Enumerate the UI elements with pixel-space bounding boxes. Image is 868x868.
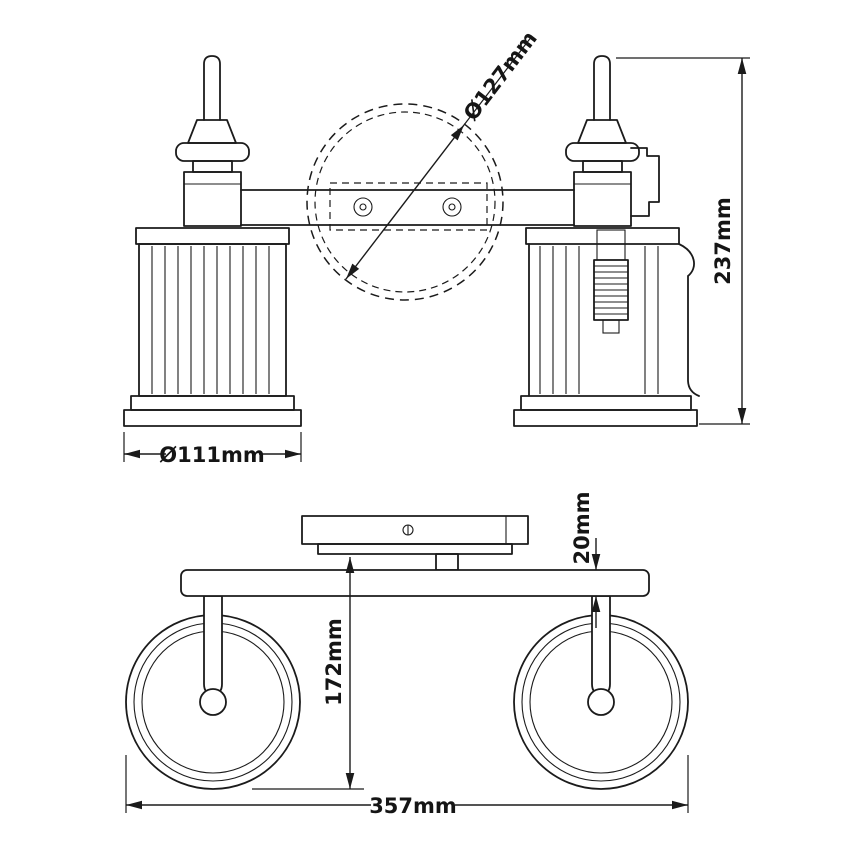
dimension-height: 237mm [616,57,750,425]
right-lamp-neck [582,160,623,173]
dim-projection-label: 172mm [322,618,346,706]
left-lamp-collar [175,142,250,162]
screw-right [442,197,462,217]
left-shade-base-upper [130,395,295,411]
screw-left-hole [359,203,367,211]
right-lamp-block [573,171,632,227]
right-lamp-stem [593,55,611,121]
left-lamp-block [183,171,242,227]
left-shade-rim [135,227,290,245]
left-lamp-stem [203,55,221,121]
dim-shade-diameter-label: Ø111mm [159,443,264,467]
left-lamp [123,55,302,427]
dim-label-mask [166,441,259,466]
dimension-shade-diameter: Ø111mm [123,432,302,467]
right-shade-rim [525,227,680,245]
right-arm-bracket [630,147,660,217]
dimension-backplate-diameter: Ø127mm [345,27,542,280]
dim-height-label: 237mm [711,197,735,285]
right-lamp [513,55,700,427]
plan-backplate-lip [317,543,513,555]
left-lamp-flare [187,119,237,144]
plan-view: 172mm 20mm 357mm [125,492,689,818]
plan-right-arm [591,595,611,695]
plan-mounting-bar [180,569,650,597]
right-lamp-collar [565,142,640,162]
right-lamp-flare [577,119,627,144]
plan-backplate [301,515,529,571]
plan-left-arm [203,595,223,695]
dimension-width: 357mm [125,755,689,818]
dim-bar-depth-label: 20mm [570,492,594,565]
right-shade-base-lower [513,409,698,427]
left-shade-ribs [151,246,270,394]
dim-leader-backplate-diameter [463,35,533,126]
right-shade-base-upper [520,395,692,411]
plan-left-candle-top [199,688,227,716]
plan-right-candle-top [587,688,615,716]
front-view: Ø127mm 237mm Ø111mm [123,27,750,467]
dim-width-label: 357mm [369,794,457,818]
dim-line-backplate-diameter [345,124,465,280]
socket-knurl-lines [594,265,628,315]
dim-backplate-diameter-label: Ø127mm [459,27,542,125]
right-shade-ribs [539,246,659,394]
left-shade-base-lower [123,409,302,427]
dim-width-label-mask [371,792,455,817]
dimension-projection: 172mm [252,557,364,790]
socket-housing [596,229,626,261]
plan-backplate-body [301,515,529,545]
backplate-circle-inner [314,111,496,293]
right-shade-body [528,243,700,397]
backplate-circle-outer [306,103,504,301]
left-shade-body [138,243,287,397]
socket-tip [602,319,620,334]
screw-left [353,197,373,217]
left-lamp-neck [192,160,233,173]
connecting-bar [240,189,575,226]
dimension-bar-depth: 20mm [570,492,601,628]
plan-stem-connector [435,553,459,571]
screw-right-hole [448,203,456,211]
